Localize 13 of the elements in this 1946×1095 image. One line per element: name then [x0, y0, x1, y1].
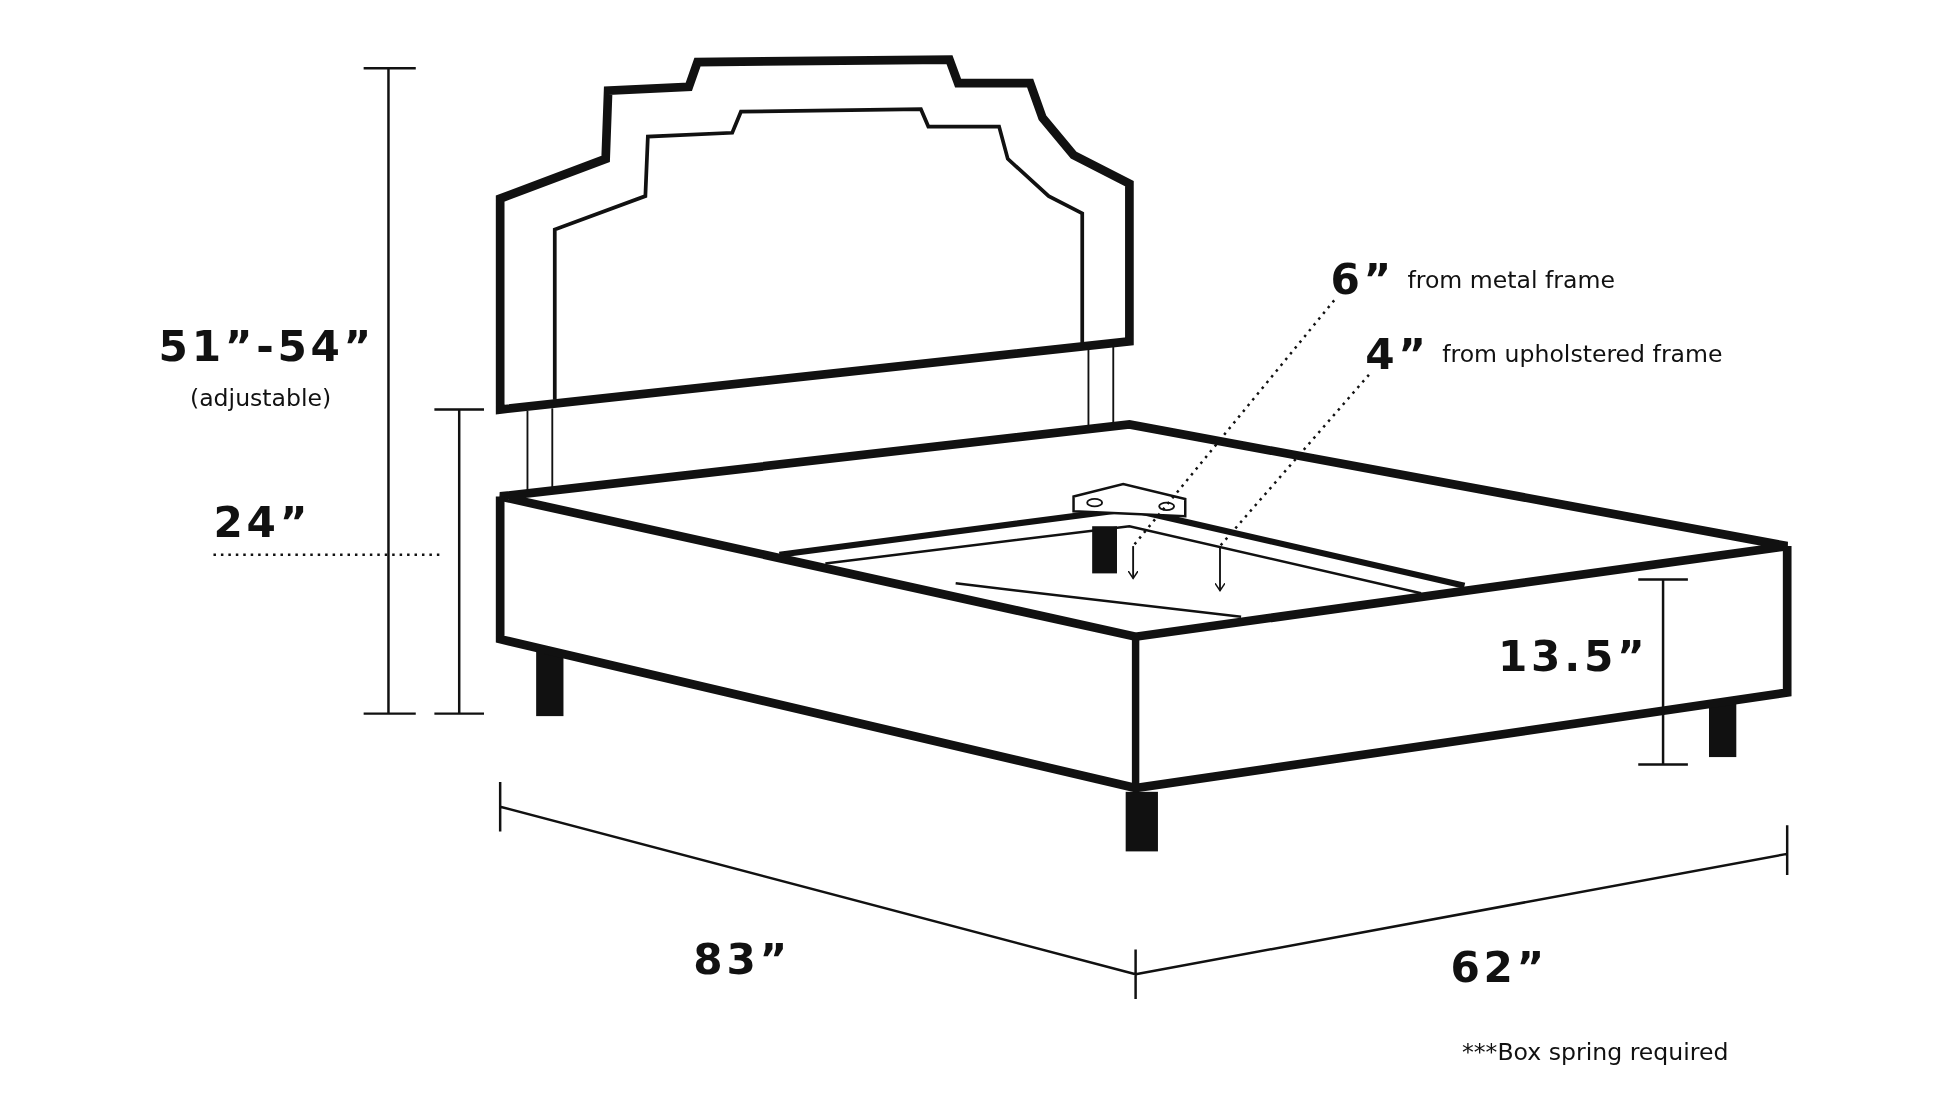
leader-line [1127, 299, 1336, 580]
note-text: from metal frame [1407, 267, 1615, 292]
dimension-value: 4” [1365, 332, 1430, 375]
dimension-value: 13.5” [1498, 635, 1649, 678]
dimension-value: 24” [213, 501, 312, 544]
note-text: (adjustable) [189, 386, 332, 410]
leader-line [1214, 374, 1370, 592]
dimension-value: 83” [693, 938, 791, 981]
dimension-value: 51”-54” [158, 325, 376, 368]
footnote-text: ***Box spring required [1462, 1040, 1729, 1064]
dimension-value: 6” [1330, 258, 1395, 301]
dimension-value: 62” [1450, 945, 1549, 988]
note-text: from upholstered frame [1442, 341, 1723, 366]
